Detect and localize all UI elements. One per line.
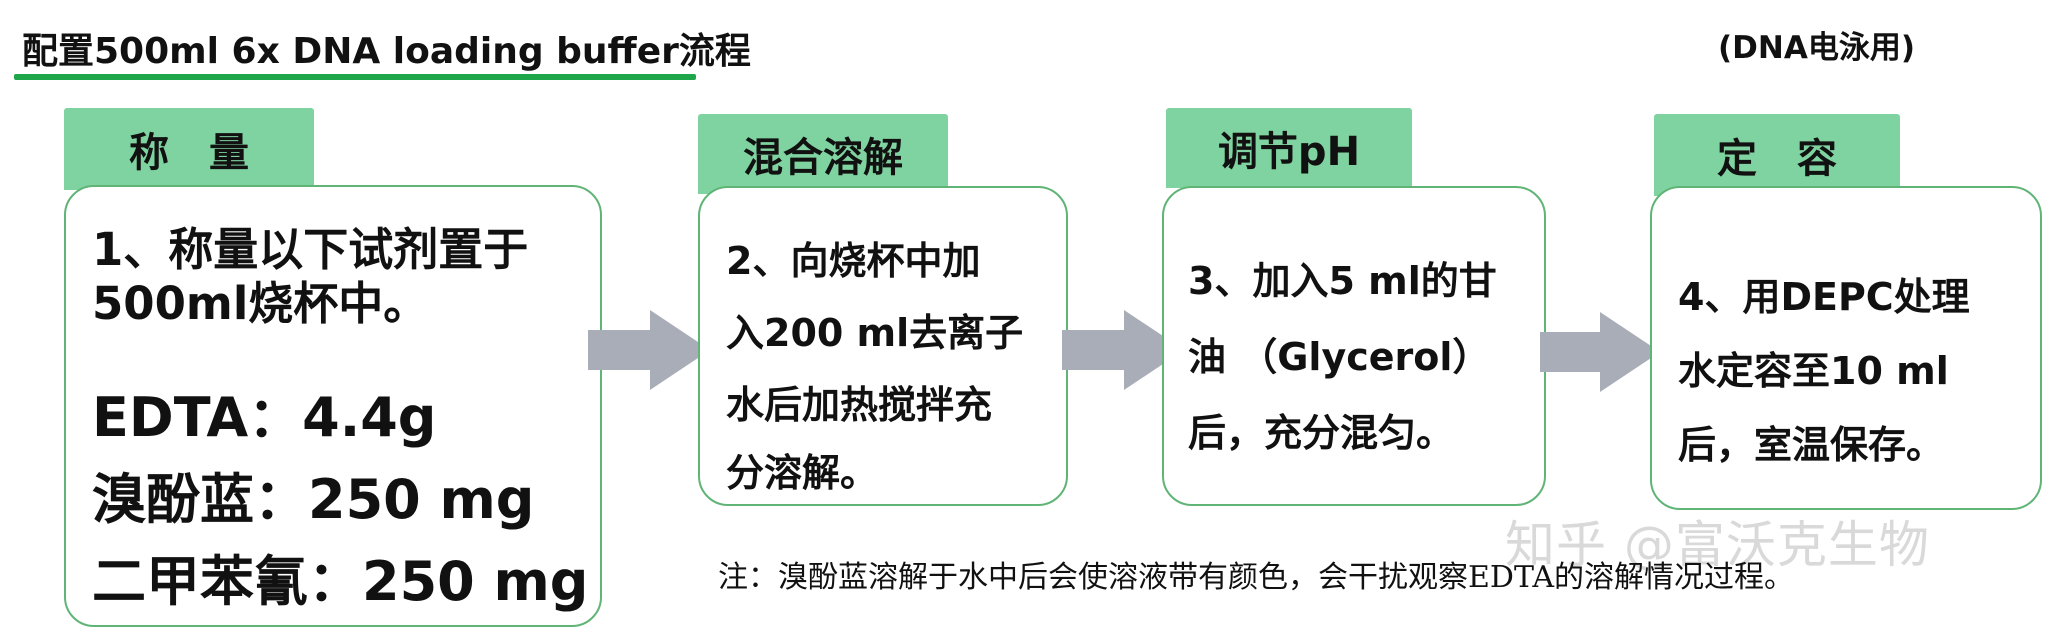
arrow-right-icon [1062,310,1184,390]
step-1-reagent-edta: EDTA：4.4g [92,386,437,449]
step-4-box: 4、用DEPC处理 水定容至10 ml 后，室温保存。 [1650,186,2042,510]
step-1-label: 称 量 [129,130,249,176]
step-2-label: 混合溶解 [743,135,903,181]
step-3-line-3: 后，充分混匀。 [1188,411,1455,455]
step-4-label: 定 容 [1717,136,1837,182]
step-2-line-4: 分溶解。 [726,451,879,495]
watermark: 知乎 @富沃克生物 [1505,516,1930,574]
arrow-right-icon [1540,312,1660,392]
footnote: 注：溴酚蓝溶解于水中后会使溶液带有颜色，会干扰观察EDTA的溶解情况过程。 [718,560,1794,595]
step-3-label: 调节pH [1217,129,1361,175]
step-1-line-2: 500ml烧杯中。 [92,277,429,330]
step-2-box: 2、向烧杯中加 入200 ml去离子 水后加热搅拌充 分溶解。 [698,186,1068,506]
arrow-3-shape [1540,312,1660,392]
step-4-line-3: 后，室温保存。 [1678,423,1945,467]
step-4-tab: 定 容 [1654,114,1900,196]
step-4-line-2: 水定容至10 ml [1678,349,1949,393]
step-1-box: 1、称量以下试剂置于 500ml烧杯中。 EDTA：4.4g 溴酚蓝：250 m… [64,185,602,627]
step-2-line-1: 2、向烧杯中加 [726,239,981,283]
step-3-box: 3、加入5 ml的甘 油 （Glycerol） 后，充分混匀。 [1162,186,1546,506]
page-title: 配置500ml 6x DNA loading buffer流程 [22,31,751,72]
arrow-1-shape [588,310,710,390]
step-1-reagent-xylene: 二甲苯氰：250 mg [92,550,589,613]
step-4-line-1: 4、用DEPC处理 [1678,275,1970,319]
arrow-2-shape [1062,310,1184,390]
step-3-tab: 调节pH [1166,108,1412,188]
step-3-line-1: 3、加入5 ml的甘 [1188,259,1497,303]
step-1-reagent-bromophenol: 溴酚蓝：250 mg [92,468,535,531]
step-2-line-3: 水后加热搅拌充 [726,383,993,427]
arrow-right-icon [588,310,710,390]
subtitle: (DNA电泳用) [1718,30,1916,66]
step-1-line-1: 1、称量以下试剂置于 [92,223,529,276]
step-3-line-2: 油 （Glycerol） [1188,335,1491,379]
step-2-line-2: 入200 ml去离子 [726,311,1024,355]
title-underline [14,74,696,80]
step-1-tab: 称 量 [64,108,314,190]
step-2-tab: 混合溶解 [698,114,948,194]
